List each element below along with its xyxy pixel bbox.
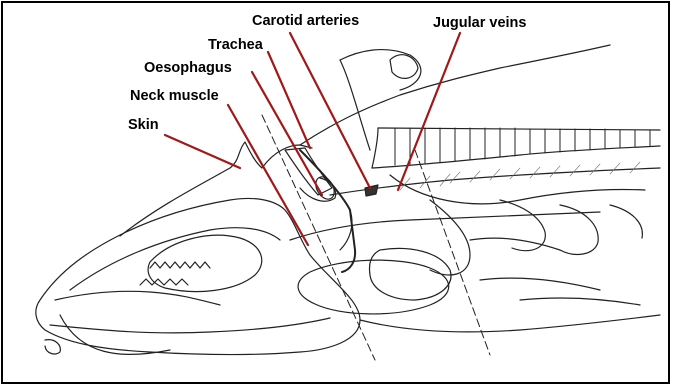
inner-contour-3 <box>520 298 640 305</box>
mouth-line <box>55 291 220 305</box>
leader-line-trachea <box>268 52 310 148</box>
oval-organ <box>298 260 449 314</box>
rib-blob-1 <box>500 200 545 251</box>
vertebrae-ticks <box>395 128 650 165</box>
label-trachea: Trachea <box>208 38 263 53</box>
chest-line <box>290 212 600 240</box>
nasal-line <box>70 228 280 290</box>
label-skin: Skin <box>128 118 159 133</box>
body-curve <box>390 175 645 204</box>
lung-shape <box>369 248 450 300</box>
jaw-line <box>50 318 330 333</box>
label-jugular-veins: Jugular veins <box>433 16 526 31</box>
skin-flap <box>300 150 355 272</box>
nostril <box>45 340 60 354</box>
spine-start <box>372 128 378 168</box>
label-oesophagus: Oesophagus <box>144 61 232 76</box>
inner-contour-1 <box>470 238 560 250</box>
leader-line-skin <box>165 135 240 168</box>
head-outline <box>36 198 360 354</box>
leader-line-jugular <box>398 33 460 190</box>
rib-blob-3 <box>610 205 642 238</box>
label-carotid-arteries: Carotid arteries <box>252 14 359 29</box>
vessel-dark <box>365 185 378 196</box>
teeth-upper <box>150 262 210 268</box>
teeth-lower <box>140 279 188 285</box>
leader-line-oesophagus <box>252 72 322 195</box>
inner-contour-2 <box>480 278 600 290</box>
label-neck-muscle: Neck muscle <box>130 89 219 104</box>
lower-head-shape <box>60 315 170 354</box>
spine-top <box>378 128 660 130</box>
neck-lower <box>330 168 660 195</box>
leader-line-neck-muscle <box>228 105 308 245</box>
lower-body <box>360 315 660 332</box>
shoulder-blob <box>430 200 470 275</box>
cut-line-1 <box>262 115 375 360</box>
shading-hatch <box>400 162 640 190</box>
